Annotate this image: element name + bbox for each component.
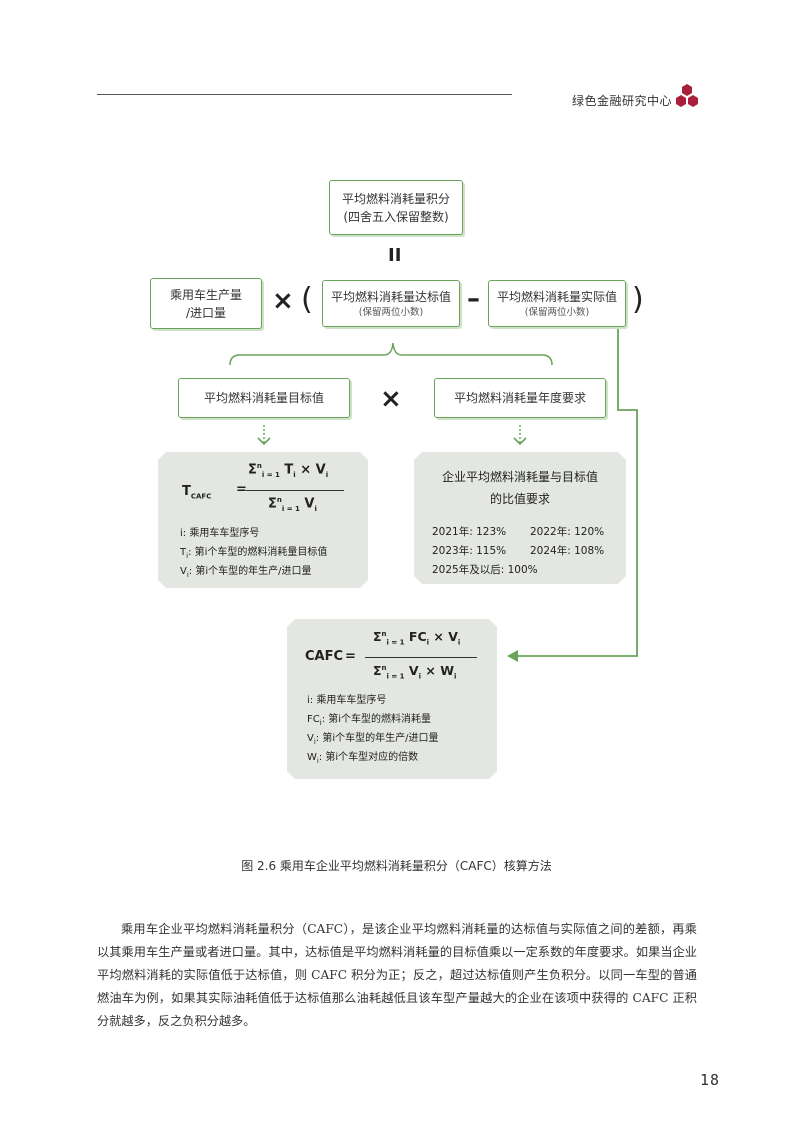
minus-sign: – [467, 284, 480, 314]
annual-requirement-box: 平均燃料消耗量年度要求 [434, 378, 606, 418]
tcafc-legend-item: Vi: 第i个车型的年生产/进口量 [180, 566, 312, 579]
close-paren: ) [632, 282, 644, 317]
arrow-left-icon [507, 650, 518, 662]
cafc-legend-item: FCi: 第i个车型的燃料消耗量 [307, 714, 432, 727]
hexagon-logo-icon [676, 84, 698, 107]
ratio-year-2023: 2023年: 115% [432, 545, 507, 557]
cafc-denominator: Σni = 1 Vi × Wi [373, 663, 457, 681]
production-volume-line1: 乘用车生产量 [169, 287, 242, 302]
ratio-year-2022: 2022年: 120% [530, 526, 605, 538]
cafc-legend-item: Wi: 第i个车型对应的倍数 [307, 752, 419, 765]
equals-sign: II [388, 245, 402, 266]
cafc-equals: = [345, 649, 356, 664]
cafc-lhs: CAFC [305, 649, 344, 664]
ratio-year-2024: 2024年: 108% [530, 545, 605, 557]
actual-to-cafc-line [516, 327, 638, 657]
cafc-fraction-bar [365, 657, 477, 658]
standard-value-title: 平均燃料消耗量达标值 [330, 289, 451, 304]
header-rule [97, 94, 512, 95]
production-volume-box: 乘用车生产量 /进口量 [150, 278, 262, 329]
ratio-year-2021: 2021年: 123% [432, 526, 507, 538]
tcafc-equals: = [236, 482, 247, 497]
tcafc-denominator: Σni = 1 Vi [268, 496, 317, 513]
tcafc-fraction-bar [246, 490, 344, 491]
tcafc-formula-panel: TCAFC = Σni = 1 Ti × Vi Σni = 1 Vi i: 乘用… [158, 452, 368, 588]
cafc-numerator: Σni = 1 FCi × Vi [373, 629, 461, 647]
down-arrow-icon [257, 425, 271, 446]
production-volume-line2: /进口量 [185, 305, 227, 320]
standard-value-note: (保留两位小数) [358, 306, 424, 318]
standard-value-box: 平均燃料消耗量达标值 (保留两位小数) [322, 280, 460, 327]
cafc-legend-item: Vi: 第i个车型的年生产/进口量 [307, 733, 439, 746]
down-arrow-icon [513, 425, 527, 446]
tcafc-lhs: TCAFC [182, 484, 212, 501]
cafc-formula-panel: CAFC = Σni = 1 FCi × Vi Σni = 1 Vi × Wi … [287, 619, 497, 779]
cafc-legend-item: i: 乘用车车型序号 [307, 695, 387, 706]
fuel-credit-rounding-note: (四舍五入保留整数) [343, 209, 449, 224]
annual-requirement-title: 平均燃料消耗量年度要求 [453, 391, 586, 405]
actual-value-note: (保留两位小数) [524, 306, 590, 318]
open-paren: ( [301, 282, 313, 317]
brace-shape [229, 342, 553, 366]
header-org-name: 绿色金融研究中心 [572, 94, 673, 108]
ratio-year-2025: 2025年及以后: 100% [432, 564, 538, 576]
target-value-box: 平均燃料消耗量目标值 [178, 378, 350, 418]
actual-value-box: 平均燃料消耗量实际值 (保留两位小数) [488, 280, 626, 327]
ratio-requirement-panel: 企业平均燃料消耗量与目标值 的比值要求 2021年: 123% 2022年: 1… [414, 452, 626, 584]
tcafc-numerator: Σni = 1 Ti × Vi [248, 462, 329, 479]
ratio-title-line1: 企业平均燃料消耗量与目标值 [441, 470, 598, 484]
body-paragraph: 乘用车企业平均燃料消耗量积分（CAFC），是该企业平均燃料消耗量的达标值与实际值… [97, 922, 697, 1028]
page-number: 18 [700, 1071, 721, 1089]
actual-value-title: 平均燃料消耗量实际值 [496, 289, 617, 304]
multiply-sign: × [272, 286, 294, 316]
fuel-credit-box: 平均燃料消耗量积分 (四舍五入保留整数) [329, 180, 463, 235]
target-value-title: 平均燃料消耗量目标值 [203, 391, 324, 405]
ratio-title-line2: 的比值要求 [489, 492, 550, 506]
tcafc-legend-item: Ti: 第i个车型的燃料消耗量目标值 [180, 547, 328, 560]
multiply-sign: × [380, 384, 402, 414]
fuel-credit-title: 平均燃料消耗量积分 [341, 191, 450, 206]
tcafc-legend-item: i: 乘用车车型序号 [180, 528, 260, 539]
diagram-connectors [229, 327, 638, 662]
figure-caption: 图 2.6 乘用车企业平均燃料消耗量积分（CAFC）核算方法 [241, 859, 552, 873]
